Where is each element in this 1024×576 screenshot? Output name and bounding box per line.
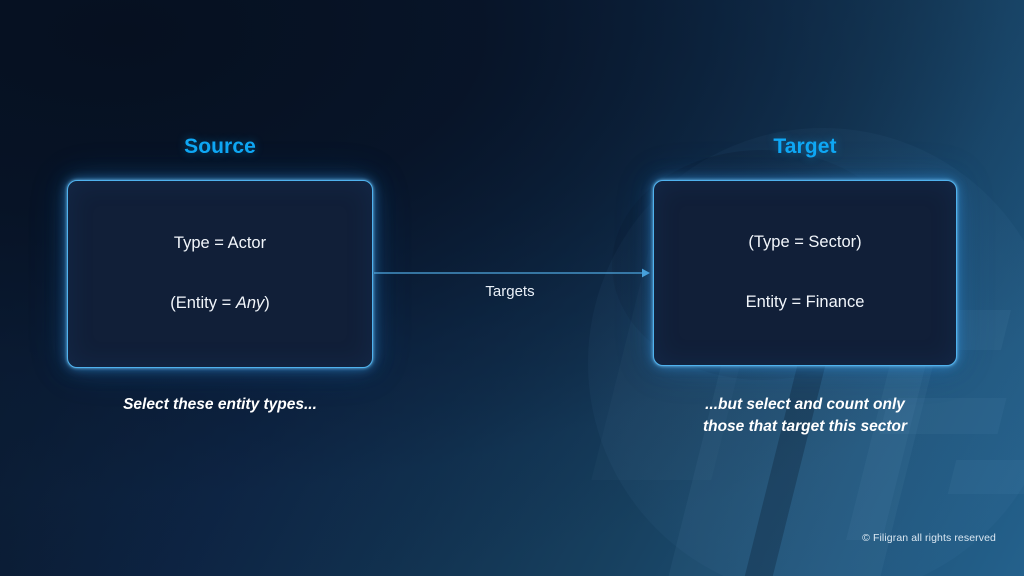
source-entity-line: (Entity = Any) — [170, 294, 270, 314]
target-type-line: (Type = Sector) — [748, 233, 862, 252]
target-entity-line: Entity = Finance — [745, 293, 865, 311]
watermark-glyph-notch — [743, 330, 835, 576]
source-entity-emphasis: Any — [235, 294, 265, 312]
target-caption-line-1: ...but select and count only — [705, 396, 905, 413]
target-column-title: Target — [773, 135, 837, 158]
source-entity-suffix: ) — [264, 294, 270, 312]
source-type-line: Type = Actor — [173, 234, 267, 253]
relationship-arrow — [374, 268, 650, 278]
target-caption-line-2: those that target this sector — [702, 418, 908, 435]
source-column-title: Source — [184, 135, 256, 158]
watermark-glyph-arm-bottom — [947, 460, 1024, 494]
arrow-head-icon — [642, 268, 650, 278]
relationship-label: Targets — [485, 283, 535, 300]
target-caption: ...but select and count only those that … — [653, 394, 957, 438]
target-node-box[interactable]: (Type = Sector) Entity = Finance — [653, 180, 957, 366]
copyright-notice: © Filigran all rights reserved — [862, 532, 996, 544]
source-entity-prefix: (Entity = — [170, 294, 236, 312]
source-caption: Select these entity types... — [123, 396, 317, 413]
source-node-box[interactable]: Type = Actor (Entity = Any) — [67, 180, 373, 368]
